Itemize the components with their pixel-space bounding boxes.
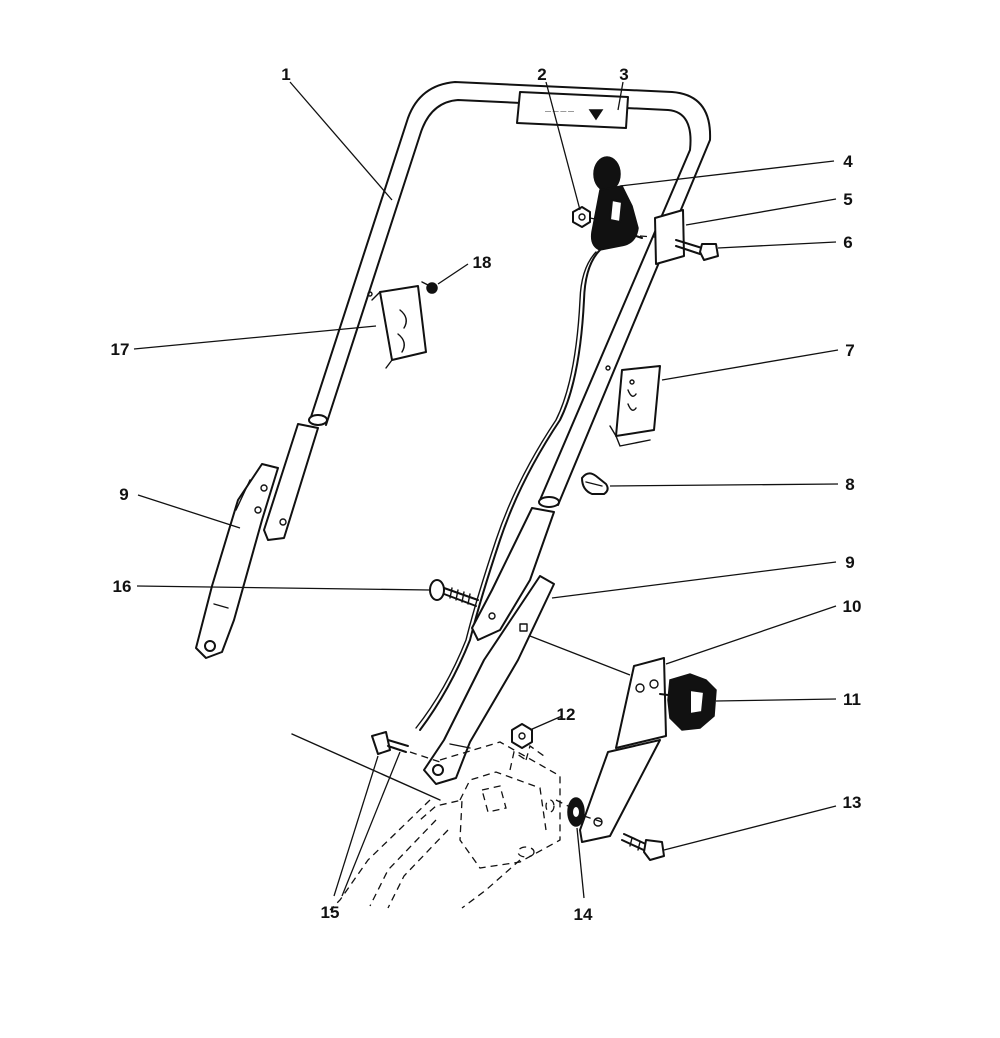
hex-nut-12: [511, 723, 533, 749]
callout-2: 2: [537, 65, 546, 84]
bracket-plate: [654, 209, 685, 265]
adjustment-knob: [659, 673, 717, 731]
cable-clip-17: [367, 285, 427, 369]
callout-6: 6: [843, 233, 852, 252]
callout-9-left: 9: [119, 485, 128, 504]
cable-clip: [605, 365, 661, 447]
callout-18: 18: [473, 253, 492, 272]
callout-7: 7: [845, 341, 854, 360]
callout-labels: 1 2 3 4 5 6 7 8 9 9 10 11 12 13 14 15 16…: [111, 65, 862, 924]
svg-text:— — — —: — — — —: [545, 109, 574, 115]
bolt-13: [621, 833, 665, 861]
upper-handle: [308, 81, 712, 508]
callout-4: 4: [843, 152, 853, 171]
leader-lines: [133, 81, 839, 899]
callout-10: 10: [843, 597, 862, 616]
lower-handle-left: [195, 423, 319, 659]
carriage-bolt: [429, 579, 479, 607]
screw-18: [421, 281, 438, 294]
callout-9-right: 9: [845, 553, 854, 572]
control-cable: [419, 249, 601, 731]
lower-handle-right: [423, 507, 555, 785]
wire-clip: [581, 472, 609, 495]
callout-17: 17: [111, 340, 130, 359]
callout-8: 8: [845, 475, 854, 494]
callout-3: 3: [619, 65, 628, 84]
callout-16: 16: [113, 577, 132, 596]
callout-13: 13: [843, 793, 862, 812]
callout-11: 11: [843, 690, 861, 709]
callout-15: 15: [321, 903, 340, 922]
callout-14: 14: [574, 905, 593, 924]
height-plate-upper: [615, 657, 667, 749]
height-plate-lower: [579, 739, 661, 843]
control-lever: [590, 156, 643, 251]
callout-1: 1: [281, 65, 290, 84]
callout-5: 5: [843, 190, 852, 209]
washer: [567, 797, 585, 827]
handle-decal: — — — —: [516, 91, 629, 129]
screw-6: [675, 239, 719, 261]
shoulder-bolt: [371, 731, 409, 755]
callout-12: 12: [557, 705, 576, 724]
deck-bracket-outline: [329, 741, 569, 911]
hex-nut-2: [572, 206, 591, 228]
